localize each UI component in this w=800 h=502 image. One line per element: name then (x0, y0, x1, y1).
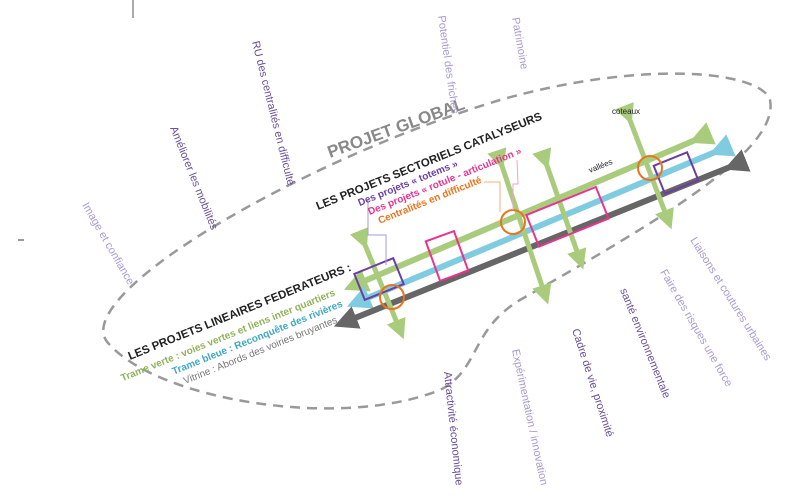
theme-label: Expérimentation / innovation (509, 348, 550, 486)
global-ellipse (102, 72, 772, 410)
theme-label: RU des centralités en difficulté (249, 40, 297, 187)
theme-label: Améliorer les mobilités (167, 125, 220, 233)
theme-label: Potentiel des friches (435, 15, 461, 115)
rotule-box (525, 185, 610, 248)
leader-line (367, 200, 387, 265)
theme-label: Image et confiance (79, 201, 136, 287)
coteaux-label: coteaux (612, 107, 640, 116)
lineaires-legend: LES PROJETS LINEAIRES FEDERATEURS : Tram… (119, 262, 353, 387)
rotule-box (424, 229, 470, 283)
theme-label: Cadre de vie, proximité (569, 327, 615, 438)
theme-label: santé environnementale (617, 287, 672, 400)
totem-box (352, 256, 406, 302)
vallees-label: vallées (587, 157, 613, 175)
leader-line (484, 181, 501, 212)
theme-label: Attractivité économique (441, 371, 465, 486)
centralite-circle (379, 284, 405, 310)
leader-line (512, 159, 519, 210)
centralite-circle (637, 155, 663, 181)
totem-box (652, 151, 700, 195)
theme-label: Patrimoine (509, 16, 530, 70)
coteaux-arrows (349, 102, 674, 340)
